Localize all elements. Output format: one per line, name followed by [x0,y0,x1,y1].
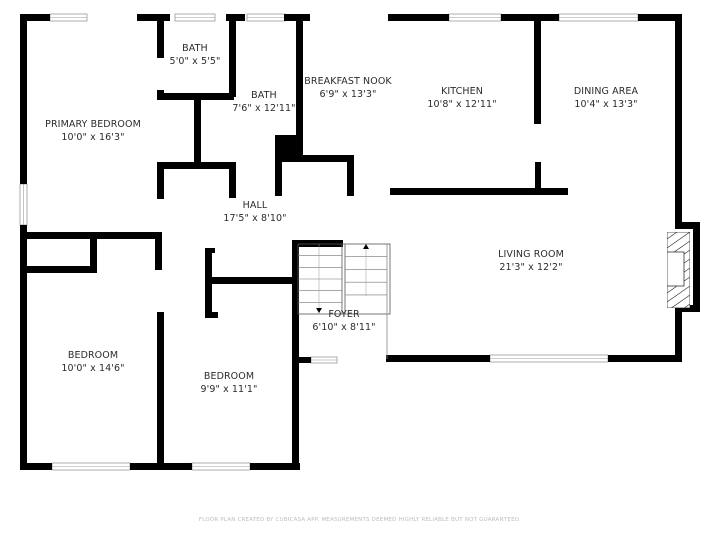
wall-segment [250,463,300,470]
window [310,356,338,364]
room-label-living-room: LIVING ROOM 21'3" x 12'2" [498,248,564,274]
wall-segment [229,14,236,97]
wall-segment [608,355,682,362]
room-name: HALL [242,200,268,211]
window [19,183,28,226]
wall-segment [205,277,292,284]
wall-segment [275,155,354,162]
wall-segment [675,14,682,228]
room-label-bath-small: BATH 5'0" x 5'5" [170,42,221,68]
room-label-bedroom-1: BEDROOM 10'0" x 14'6" [61,349,124,375]
room-name: PRIMARY BEDROOM [45,119,141,130]
room-name: DINING AREA [573,86,639,97]
wall-segment [20,463,52,470]
wall-segment [534,14,541,124]
wall-segment [292,242,299,470]
room-dimensions: 6'10" x 8'11" [312,322,376,333]
room-dimensions: 10'0" x 16'3" [61,132,125,143]
window [246,13,286,22]
room-label-kitchen: KITCHEN 10'8" x 12'11" [427,85,496,111]
fireplace [667,232,690,308]
window [558,13,639,22]
room-name: FOYER [328,309,360,320]
room-dimensions: 10'4" x 13'3" [574,99,638,110]
room-label-hall: HALL 17'5" x 8'10" [223,199,286,225]
room-dimensions: 10'8" x 12'11" [427,99,497,110]
room-name: BEDROOM [67,350,119,361]
room-dimensions: 17'5" x 8'10" [223,213,287,224]
room-label-bath: BATH 7'6" x 12'11" [232,89,295,115]
wall-segment [296,14,303,160]
window [174,13,216,22]
room-dimensions: 6'9" x 13'3" [319,89,377,100]
window [191,462,251,471]
wall-segment [675,305,700,312]
wall-segment [347,155,354,196]
window [489,354,609,363]
wall-segment [157,162,236,169]
wall-segment [157,312,164,470]
room-name: BEDROOM [203,371,255,382]
wall-segment [388,14,449,21]
wall-segment [693,222,700,312]
window [49,13,88,22]
room-name: KITCHEN [441,86,483,97]
room-name: BREAKFAST NOOK [304,76,392,87]
room-label-primary-bedroom: PRIMARY BEDROOM 10'0" x 16'3" [45,118,141,144]
wall-segment [90,238,97,273]
walls [20,14,700,470]
wall-segment [20,14,50,21]
wall-segment [20,232,162,239]
room-label-foyer: FOYER 6'10" x 8'11" [312,308,375,334]
stairs-down-arrow-icon [316,308,322,313]
room-dimensions: 10'0" x 14'6" [61,363,125,374]
wall-segment [501,14,559,21]
room-label-dining-area: DINING AREA 10'4" x 13'3" [574,85,638,111]
staircase [297,243,391,359]
wall-segment [157,14,164,58]
wall-segment [275,155,282,196]
wall-segment [20,225,27,470]
window [51,462,131,471]
room-label-breakfast-nook: BREAKFAST NOOK 6'9" x 13'3" [304,75,391,101]
room-dimensions: 7'6" x 12'11" [232,103,296,114]
room-dimensions: 9'9" x 11'1" [200,384,258,395]
wall-segment [675,222,700,229]
wall-segment [390,188,568,195]
wall-segment [137,14,170,21]
wall-segment [194,93,201,166]
wall-segment [205,312,218,318]
wall-segment [20,266,97,273]
room-label-bedroom-2: BEDROOM 9'9" x 11'1" [200,370,257,396]
room-name: BATH [251,90,277,101]
wall-segment [205,248,215,253]
wall-segment [292,357,311,363]
wall-segment [292,240,343,247]
disclaimer-footer: FLOOR PLAN CREATED BY CUBICASA APP. MEAS… [198,517,522,523]
window [448,13,502,22]
room-name: LIVING ROOM [498,249,564,260]
wall-segment [155,232,162,270]
room-dimensions: 5'0" x 5'5" [169,56,221,67]
wall-segment [675,305,682,362]
wall-segment [535,162,541,193]
wall-segment [20,14,27,184]
stairs-up-arrow-icon [363,244,369,249]
room-dimensions: 21'3" x 12'2" [499,262,563,273]
room-name: BATH [182,43,208,54]
wall-segment [157,162,164,199]
wall-segment [386,355,490,362]
wall-segment [229,162,236,198]
wall-segment [638,14,682,21]
